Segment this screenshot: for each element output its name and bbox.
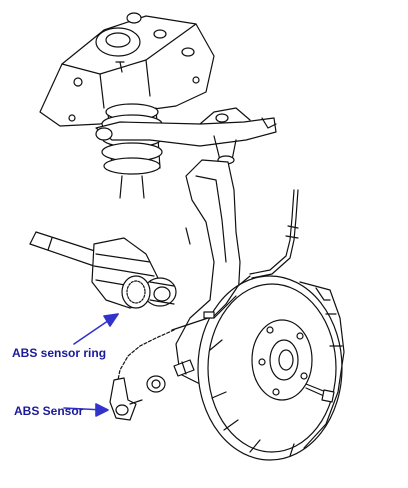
- sensor-arrow: [63, 403, 109, 417]
- abs-sensor-ring-label: ABS sensor ring: [12, 346, 107, 360]
- sensor-ring-arrow: [73, 313, 119, 345]
- wheel-hub: [251, 319, 313, 401]
- sensor-bushing: [146, 359, 195, 393]
- abs-sensor-ring: [121, 275, 151, 309]
- strut-mount: [39, 12, 215, 127]
- abs-sensor: [109, 377, 143, 421]
- drive-shaft: [29, 231, 99, 267]
- coil-spring: [101, 103, 163, 199]
- brake-hose: [249, 189, 299, 279]
- wheel-bolt: [305, 383, 335, 403]
- abs-sensor-label: ABS Sensor: [14, 404, 84, 418]
- abs-sensor-cable: [117, 275, 251, 381]
- upper-control-arm: [95, 107, 277, 165]
